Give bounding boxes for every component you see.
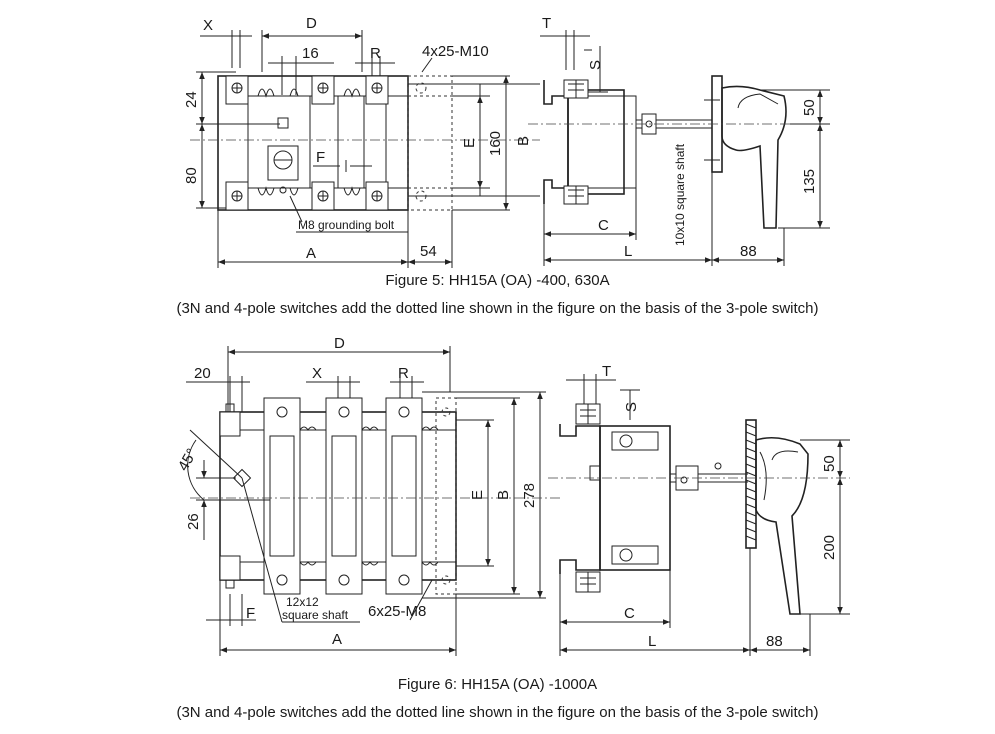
figure6-front-view: 20 D X R 45° 26 E B 278 12x12 square sha…: [175, 335, 560, 656]
fig5-label-t: T: [542, 15, 551, 32]
fig5-label-c: C: [598, 217, 609, 234]
fig6-label-20: 20: [194, 365, 211, 382]
figure5-front-view: X D 16 R 4x25-M10 24 80 F E 160 B M8 gro…: [183, 15, 540, 268]
fig6-label-x: X: [312, 365, 322, 382]
fig5-label-x: X: [203, 17, 213, 34]
fig5-label-bolt: M8 grounding bolt: [298, 218, 395, 232]
fig5-label-b: B: [515, 136, 532, 146]
fig5-label-88: 88: [740, 243, 757, 260]
fig6-label-e: E: [469, 490, 486, 500]
fig6-label-26: 26: [185, 513, 202, 530]
figure6-caption: Figure 6: HH15A (OA) -1000A: [397, 676, 598, 693]
figure5-note: (3N and 4-pole switches add the dotted l…: [176, 300, 819, 317]
fig6-label-278: 278: [521, 483, 538, 508]
fig5-label-24: 24: [183, 91, 200, 108]
fig6-label-a: A: [332, 631, 342, 648]
fig5-label-135: 135: [801, 169, 818, 194]
fig6-label-shaft1: 12x12: [286, 595, 319, 609]
fig5-label-shaft: 10x10 square shaft: [673, 143, 687, 246]
fig6-label-holes: 6x25-M8: [368, 603, 426, 620]
fig5-label-160: 160: [487, 131, 504, 156]
fig5-label-e: E: [461, 138, 478, 148]
fig6-label-b: B: [495, 490, 512, 500]
fig6-label-200: 200: [821, 535, 838, 560]
fig5-label-16: 16: [302, 45, 319, 62]
fig6-label-angle: 45°: [175, 446, 201, 474]
figure6-note: (3N and 4-pole switches add the dotted l…: [176, 704, 819, 721]
fig6-label-d: D: [334, 335, 345, 352]
figure5-side-view: T S 10x10 square shaft C L 50 135 88: [528, 15, 830, 266]
figure5-caption: Figure 5: HH15A (OA) -400, 630A: [385, 272, 610, 289]
fig6-label-r: R: [398, 365, 409, 382]
fig6-label-shaft2: square shaft: [282, 608, 349, 622]
fig6-label-88: 88: [766, 633, 783, 650]
fig6-label-t: T: [602, 363, 611, 380]
fig5-label-d: D: [306, 15, 317, 32]
fig6-label-c: C: [624, 605, 635, 622]
fig5-label-80: 80: [183, 167, 200, 184]
fig6-label-50: 50: [821, 455, 838, 472]
fig5-label-54: 54: [420, 243, 437, 260]
fig6-label-s: S: [623, 402, 640, 412]
fig6-label-l: L: [648, 633, 656, 650]
fig6-label-f: F: [246, 605, 255, 622]
fig5-label-a: A: [306, 245, 316, 262]
fig5-label-l: L: [624, 243, 632, 260]
fig5-label-f: F: [316, 149, 325, 166]
fig5-label-r: R: [370, 45, 381, 62]
fig5-label-s: S: [587, 60, 604, 70]
fig5-label-50: 50: [801, 99, 818, 116]
figure6-side-view: T S C L 50 200 88: [548, 363, 850, 656]
fig5-label-holes: 4x25-M10: [422, 43, 489, 60]
